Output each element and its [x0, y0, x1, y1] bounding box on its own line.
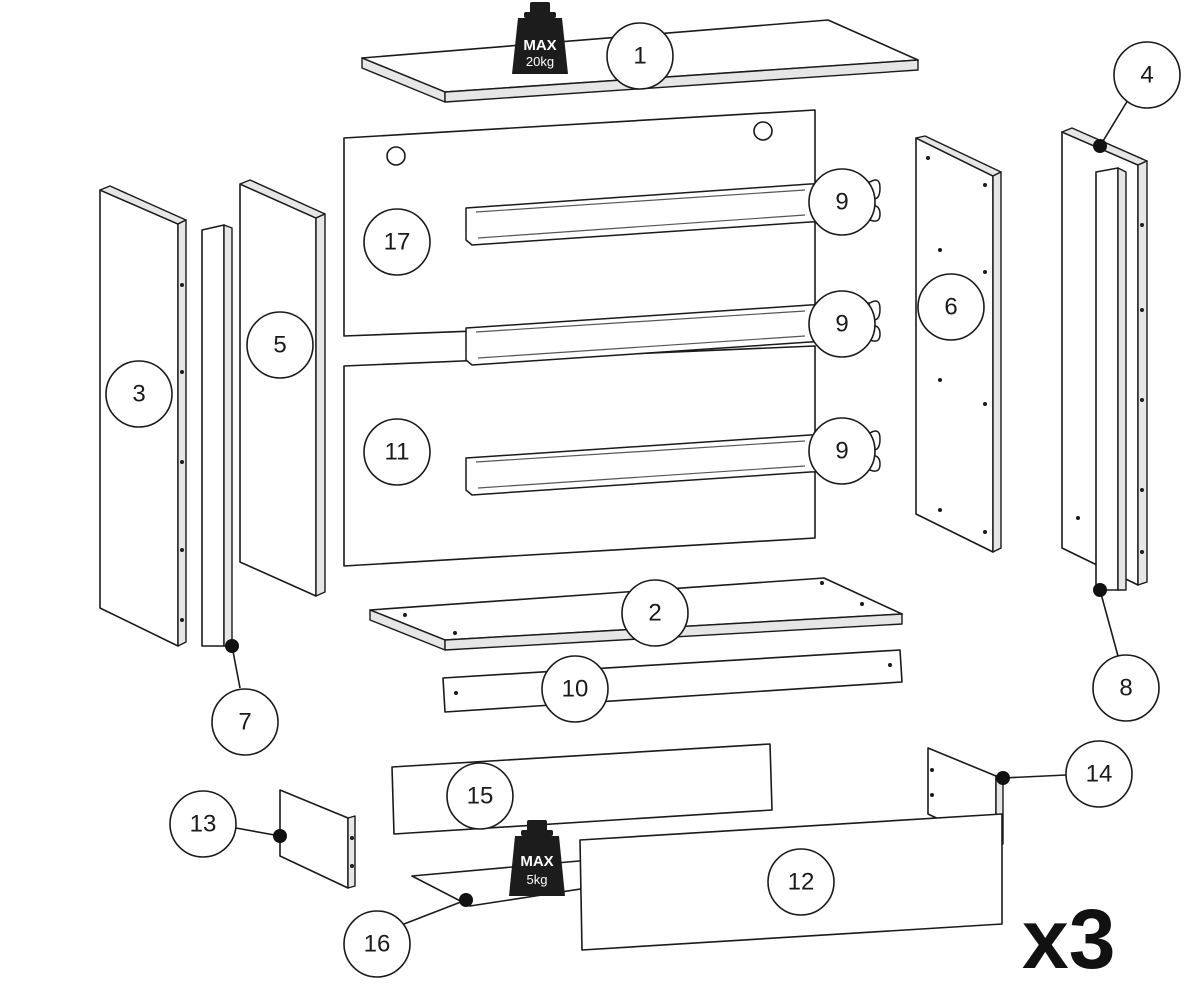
weight-icon-drawer: MAX 5kg [509, 820, 565, 896]
callout-part-3: 3 [105, 360, 173, 428]
callout-label: 11 [385, 439, 410, 466]
callout-part-9-middle: 9 [808, 290, 876, 358]
plinth-rail [442, 649, 903, 713]
back-panel-hole-right [753, 121, 773, 141]
callout-part-5: 5 [246, 311, 314, 379]
callout-part-8: 8 [1092, 654, 1160, 722]
right-inner-panel [915, 135, 1002, 553]
drawer-bottom-panel [411, 859, 601, 907]
callout-part-6: 6 [917, 273, 985, 341]
callout-label: 13 [190, 811, 217, 838]
callout-part-10: 10 [541, 655, 609, 723]
inner-divider-panel [239, 179, 326, 597]
drawer-side-left [279, 789, 356, 889]
callout-part-9-bottom: 9 [808, 417, 876, 485]
callout-label: 10 [562, 676, 589, 703]
callout-part-16: 16 [343, 910, 411, 978]
weight-max-label: MAX [520, 853, 553, 870]
weight-load-label: 5kg [527, 872, 548, 887]
callout-part-7: 7 [211, 688, 279, 756]
callout-part-15: 15 [446, 762, 514, 830]
callout-part-17: 17 [363, 208, 431, 276]
left-front-strip [201, 224, 233, 647]
callout-part-2: 2 [621, 579, 689, 647]
callout-label: 17 [384, 229, 411, 256]
back-panel-hole-left [386, 146, 406, 166]
callout-label: 5 [273, 332, 286, 359]
callout-label: 9 [835, 189, 848, 216]
callout-label: 2 [648, 600, 661, 627]
callout-label: 3 [132, 381, 145, 408]
weight-icon-top: MAX 20kg [512, 2, 568, 74]
callout-label: 8 [1119, 675, 1132, 702]
callout-label: 12 [788, 869, 815, 896]
callout-label: 16 [364, 931, 391, 958]
callout-label: 15 [467, 783, 494, 810]
callout-part-11: 11 [363, 418, 431, 486]
callout-part-4: 4 [1113, 41, 1181, 109]
callout-part-13: 13 [169, 790, 237, 858]
callout-label: 9 [835, 311, 848, 338]
callout-label: 1 [633, 43, 646, 70]
right-front-strip [1095, 167, 1127, 591]
callout-label: 9 [835, 438, 848, 465]
callout-part-12: 12 [767, 848, 835, 916]
callout-part-14: 14 [1065, 740, 1133, 808]
callout-part-1: 1 [606, 22, 674, 90]
leader-lines [225, 99, 1129, 925]
quantity-multiplier: x3 [1022, 892, 1115, 986]
weight-max-label: MAX [523, 37, 556, 54]
callout-label: 7 [238, 709, 251, 736]
callout-part-9-top: 9 [808, 168, 876, 236]
weight-load-label: 20kg [526, 54, 554, 69]
callout-label: 14 [1086, 761, 1113, 788]
callout-label: 6 [944, 294, 957, 321]
callout-label: 4 [1140, 62, 1153, 89]
